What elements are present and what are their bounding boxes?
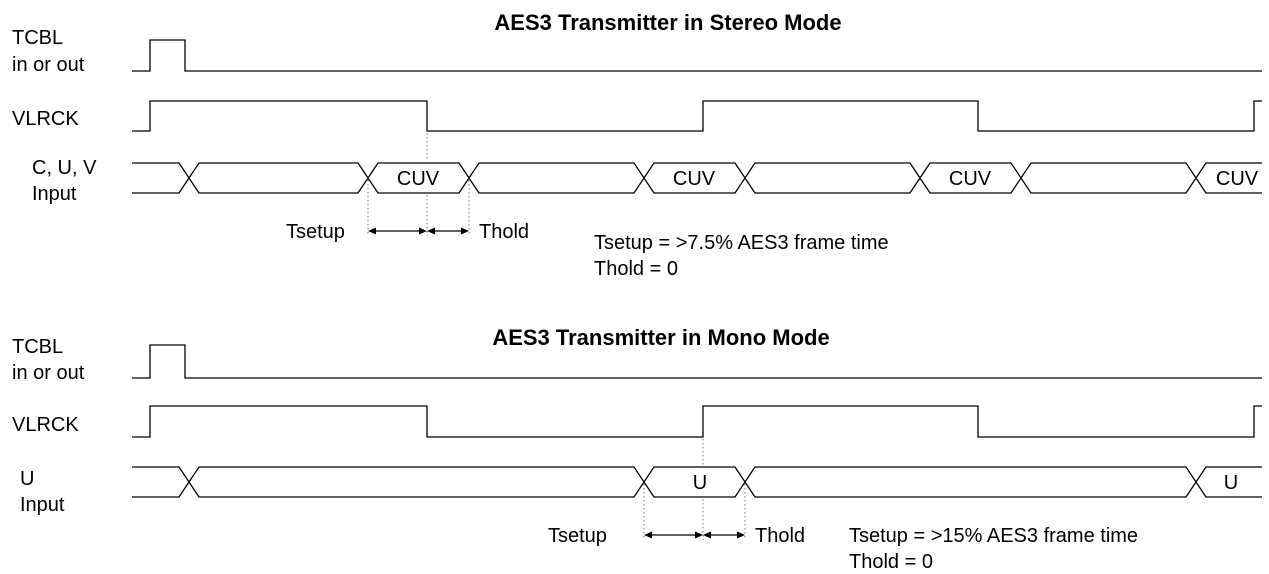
mono-tcbl-label: TCBL xyxy=(12,336,63,358)
mono-title: AES3 Transmitter in Mono Mode xyxy=(492,325,829,350)
mono-tcbl-waveform xyxy=(132,344,1262,379)
stereo-vlrck-waveform xyxy=(132,100,1262,132)
mono-input-label: U xyxy=(20,468,34,490)
stereo-thold-label: Thold xyxy=(479,221,529,243)
stereo-thold-note: Thold = 0 xyxy=(594,258,678,280)
stereo-vlrck-label: VLRCK xyxy=(12,108,79,130)
mono-bus-label-1: U xyxy=(693,472,707,494)
mono-tsetup-label: Tsetup xyxy=(548,525,607,547)
stereo-bus-label-4: CUV xyxy=(1216,168,1259,190)
stereo-input-sublabel: Input xyxy=(32,183,77,205)
mono-vlrck-waveform xyxy=(132,405,1262,438)
stereo-title: AES3 Transmitter in Stereo Mode xyxy=(494,10,841,35)
mono-thold-note: Thold = 0 xyxy=(849,551,933,573)
mono-thold-label: Thold xyxy=(755,525,805,547)
stereo-tcbl-waveform xyxy=(132,39,1262,72)
mono-tsetup-note: Tsetup = >15% AES3 frame time xyxy=(849,525,1138,547)
stereo-tsetup-note: Tsetup = >7.5% AES3 frame time xyxy=(594,232,889,254)
mono-vlrck-label: VLRCK xyxy=(12,414,79,436)
mono-bus-label-2: U xyxy=(1224,472,1238,494)
stereo-tcbl-sublabel: in or out xyxy=(12,54,85,76)
mono-input-sublabel: Input xyxy=(20,494,65,516)
stereo-mode-panel: AES3 Transmitter in Stereo Mode TCBL in … xyxy=(12,10,1262,280)
mono-tcbl-sublabel: in or out xyxy=(12,362,85,384)
stereo-tsetup-label: Tsetup xyxy=(286,221,345,243)
mono-tsetup-arrow xyxy=(644,531,703,539)
stereo-cuv-bus xyxy=(132,162,1262,194)
stereo-bus-label-2: CUV xyxy=(673,168,716,190)
stereo-tsetup-arrow xyxy=(368,227,427,235)
mono-u-bus xyxy=(132,466,1262,498)
stereo-input-label: C, U, V xyxy=(32,157,97,179)
stereo-thold-arrow xyxy=(427,227,469,235)
mono-thold-arrow xyxy=(703,531,745,539)
stereo-bus-label-1: CUV xyxy=(397,168,440,190)
stereo-bus-label-3: CUV xyxy=(949,168,992,190)
mono-mode-panel: AES3 Transmitter in Mono Mode TCBL in or… xyxy=(12,325,1262,573)
stereo-tcbl-label: TCBL xyxy=(12,27,63,49)
